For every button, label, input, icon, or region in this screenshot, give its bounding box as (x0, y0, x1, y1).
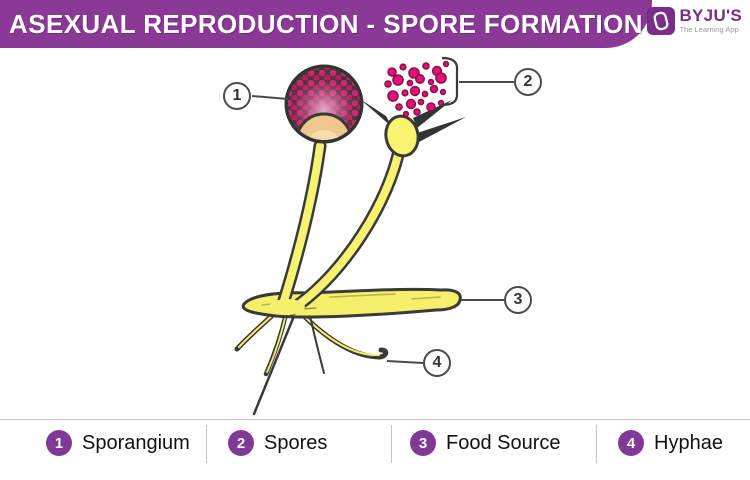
burst-sporangium (360, 99, 466, 158)
legend-bar: 1 Sporangium 2 Spores 3 Food Source 4 Hy… (0, 419, 750, 480)
legend-divider (391, 425, 392, 463)
callout-number: 3 (513, 291, 523, 308)
callout-number: 1 (232, 87, 242, 104)
legend-badge: 1 (46, 430, 72, 456)
logo-text: BYJU'S The Learning App (679, 7, 742, 34)
legend-badge: 4 (618, 430, 644, 456)
sporangiophore-stalk (275, 139, 327, 314)
byjus-logo: BYJU'S The Learning App (647, 7, 742, 35)
page-title: ASEXUAL REPRODUCTION - SPORE FORMATION (9, 8, 643, 39)
legend-label: Hyphae (654, 431, 723, 454)
legend-divider (596, 425, 597, 463)
legend-divider (206, 425, 207, 463)
callout-number: 4 (432, 354, 442, 371)
logo-tagline: The Learning App (679, 25, 739, 34)
logo-name: BYJU'S (679, 6, 742, 25)
callout-lines (251, 81, 514, 364)
hyphae (234, 309, 389, 416)
callout-food-source: 3 (504, 286, 532, 314)
legend-label: Sporangium (82, 431, 190, 454)
callout-sporangium: 1 (223, 82, 251, 110)
callout-spores: 2 (514, 68, 542, 96)
sporangium (284, 64, 364, 144)
hypha-junction (269, 299, 305, 315)
spores (384, 60, 450, 118)
spores-bracket (441, 56, 459, 107)
legend-item-sporangium: 1 Sporangium (46, 430, 190, 456)
callout-hyphae: 4 (423, 349, 451, 377)
legend-item-spores: 2 Spores (228, 430, 327, 456)
legend-item-hyphae: 4 Hyphae (618, 430, 723, 456)
legend-label: Spores (264, 431, 328, 454)
legend-item-food-source: 3 Food Source (410, 430, 561, 456)
burst-stalk (285, 148, 405, 316)
legend-label: Food Source (446, 431, 561, 454)
header-bar: ASEXUAL REPRODUCTION - SPORE FORMATION (0, 0, 652, 48)
legend-badge: 2 (228, 430, 254, 456)
legend-badge: 3 (410, 430, 436, 456)
byjus-badge-icon (647, 7, 676, 35)
callout-number: 2 (523, 73, 533, 90)
